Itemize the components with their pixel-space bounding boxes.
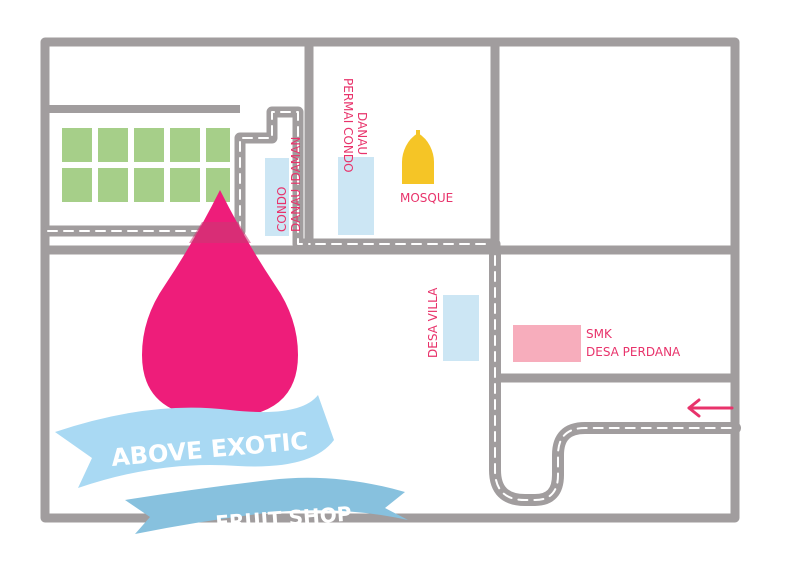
green-field: [62, 128, 230, 202]
mosque-icon: [402, 130, 434, 184]
road-outer-border: [40, 37, 740, 523]
building-desa-villa: [443, 295, 479, 361]
label-condo: CONDO: [275, 187, 289, 233]
location-pin-icon: [142, 190, 298, 418]
label-danau: DANAU: [355, 112, 369, 155]
building-condo-danau-idaman: [265, 158, 289, 236]
building-smk-desa-perdana: [513, 325, 581, 362]
label-desa-perdana: DESA PERDANA: [586, 345, 681, 359]
label-danau-idaman: DANAU IDAMAN: [289, 137, 303, 232]
dashed-roads: [42, 106, 741, 506]
road-network: [40, 37, 740, 523]
building-danau-permai-condo: [338, 157, 374, 235]
label-permai-condo: PERMAI CONDO: [341, 78, 355, 173]
brand-banner: ABOVE EXOTIC FRUIT SHOP: [55, 395, 408, 535]
label-mosque: MOSQUE: [400, 191, 453, 205]
label-desa-villa: DESA VILLA: [426, 287, 440, 358]
arrow-left-icon: [687, 398, 734, 418]
label-smk: SMK: [586, 327, 613, 341]
